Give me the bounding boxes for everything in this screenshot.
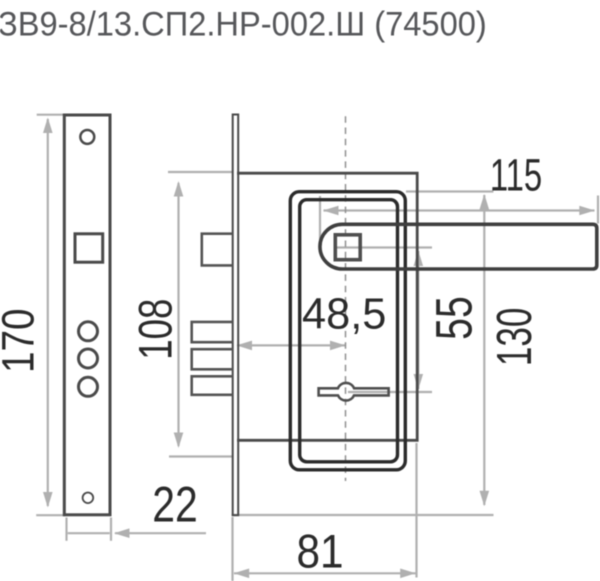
svg-text:48,5: 48,5	[302, 289, 386, 338]
svg-text:130: 130	[487, 308, 542, 367]
svg-text:22: 22	[152, 476, 197, 533]
svg-text:170: 170	[0, 309, 43, 374]
svg-text:115: 115	[490, 151, 542, 201]
svg-text:81: 81	[296, 526, 343, 578]
svg-text:ЗВ9-8/13.СП2.НР-002.Ш (74500): ЗВ9-8/13.СП2.НР-002.Ш (74500)	[0, 6, 487, 44]
svg-text:55: 55	[425, 296, 482, 340]
svg-text:108: 108	[129, 299, 181, 360]
